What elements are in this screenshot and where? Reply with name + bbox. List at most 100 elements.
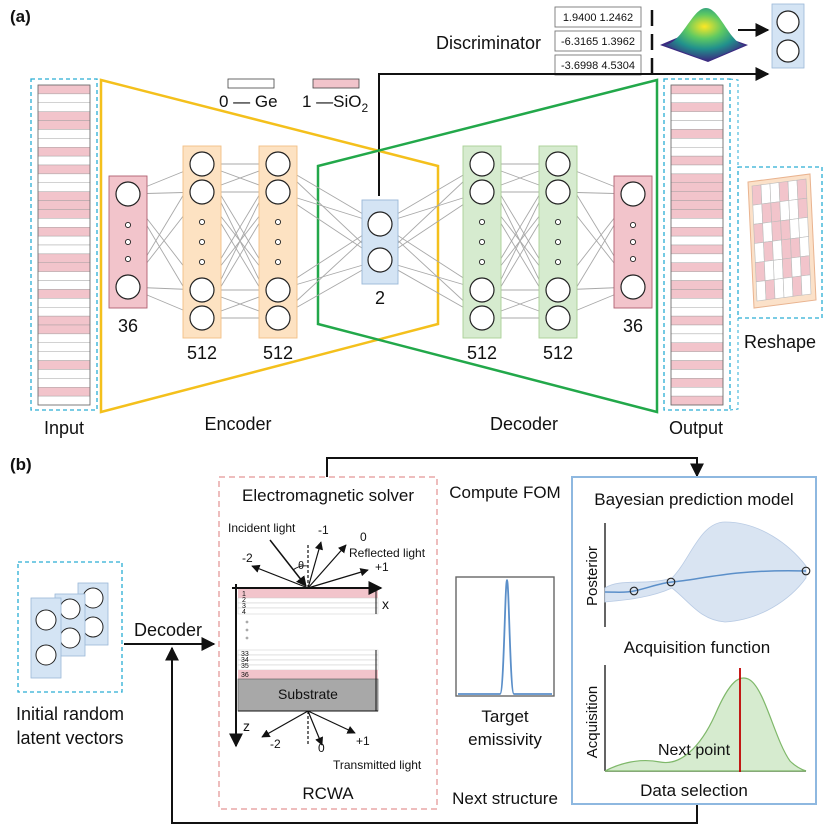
layer-stripe <box>670 200 724 210</box>
target-line1: Target <box>481 707 529 726</box>
discriminator-value-2: -6.3165 1.3962 <box>561 36 635 48</box>
neuron-ellipsis-dot <box>554 238 562 246</box>
dec-hidden-2-size: 512 <box>543 343 573 363</box>
layer-stripe <box>670 289 724 299</box>
neuron <box>189 277 215 303</box>
neuron <box>545 277 571 303</box>
network-nodes <box>115 151 646 331</box>
layer-stripe <box>37 351 91 361</box>
layer-stripe <box>37 155 91 166</box>
acquisition-title: Acquisition function <box>624 638 770 657</box>
layer-number: 4 <box>242 609 246 616</box>
layer-stripe <box>670 342 724 352</box>
reshape-cell <box>761 202 772 224</box>
incident-ray <box>269 539 307 587</box>
neuron <box>189 179 215 205</box>
incident-light-label: Incident light <box>228 521 296 535</box>
layer-number: 33 <box>241 651 249 658</box>
layer-stripe <box>37 298 91 308</box>
target-line2: emissivity <box>468 730 542 749</box>
layer-stripe <box>37 369 91 379</box>
gaussian-surface-plot <box>660 8 748 62</box>
discriminator-value-1: 1.9400 1.2462 <box>563 12 633 24</box>
layer-stripe <box>670 209 724 219</box>
reshape-cell <box>769 182 781 204</box>
layer-stripe <box>670 173 724 183</box>
reshape-cell <box>752 203 763 225</box>
em-solver-frame <box>218 476 438 810</box>
neuron-ellipsis-dot <box>198 238 206 246</box>
order-label: 0 <box>318 741 325 755</box>
theta-symbol: θ <box>298 560 304 572</box>
layer-stripe <box>670 253 724 263</box>
data-selection-label: Data selection <box>640 781 748 800</box>
latent-size-label: 2 <box>375 288 385 308</box>
neuron-ellipsis-dot <box>274 258 282 266</box>
layer-stripe <box>670 387 724 397</box>
layer-stripe <box>37 209 91 219</box>
transmitted-light-label: Transmitted light <box>333 758 422 772</box>
output-dashed-frame <box>663 78 731 411</box>
encoder-trapezoid <box>99 78 440 414</box>
reshape-cell <box>787 179 799 201</box>
reshape-cell <box>751 184 763 206</box>
layer-stripe <box>670 271 724 281</box>
reshape-cell <box>780 219 791 241</box>
latent-vector-stack <box>30 582 109 679</box>
dec-hidden-1-size: 512 <box>467 343 497 363</box>
neuron <box>620 274 646 300</box>
order-label: 0 <box>360 530 367 544</box>
neuron-ellipsis-dot <box>478 258 486 266</box>
reshape-cell <box>773 277 785 300</box>
z-axis-label: z <box>243 718 250 734</box>
reshape-cell <box>797 197 808 219</box>
input-caption: Input <box>44 418 84 438</box>
layer-stripe <box>670 280 724 290</box>
substrate-label: Substrate <box>278 686 338 702</box>
panel-b-label: (b) <box>10 455 32 474</box>
layer-stripe <box>670 351 724 361</box>
neuron-ellipsis-dot <box>629 255 637 263</box>
layer-stripe <box>37 378 91 388</box>
reshape-cell <box>799 236 810 258</box>
layer-stripe <box>37 360 91 370</box>
layer-stripe <box>37 102 91 112</box>
reshape-cell <box>760 183 772 205</box>
layer-stripe <box>37 307 91 317</box>
legend-sio2-swatch <box>312 78 360 89</box>
order-label: -1 <box>318 523 329 537</box>
neuron <box>545 151 571 177</box>
neuron <box>265 277 291 303</box>
output-size-label: 36 <box>623 316 643 336</box>
layer-stripe <box>670 360 724 370</box>
layer-stripe <box>670 120 724 130</box>
input-size-label: 36 <box>118 316 138 336</box>
layer-number: 36 <box>241 672 249 679</box>
layer-stripe <box>37 342 91 352</box>
enc-hidden-2-size: 512 <box>263 343 293 363</box>
acquisition-plot: Acquisition Next point <box>584 665 807 772</box>
next-point-label: Next point <box>658 742 731 759</box>
neuron <box>265 151 291 177</box>
reshape-cell <box>779 200 790 222</box>
enc-hidden-1-size: 512 <box>187 343 217 363</box>
reshape-cell <box>773 258 784 280</box>
layer-number: 35 <box>241 663 249 670</box>
neuron <box>115 181 141 207</box>
layer-stripe <box>670 235 724 246</box>
material-legend: 0 — Ge 1 —SiO2 <box>219 78 369 115</box>
layer-stripe <box>37 191 91 201</box>
reshape-cell <box>789 218 800 240</box>
layer-stripe <box>670 147 724 157</box>
layer-stripe <box>37 333 91 343</box>
layer-stripe <box>37 93 91 103</box>
neuron-ellipsis-dot <box>198 218 206 226</box>
reshape-cell <box>791 256 802 278</box>
layer-stripe <box>37 395 91 406</box>
reshape-cell <box>770 201 781 223</box>
legend-ge-label: 0 — Ge <box>219 92 278 111</box>
neuron-ellipsis-dot <box>629 221 637 229</box>
neuron-ellipsis-dot <box>554 218 562 226</box>
output-layer-strip <box>670 84 724 406</box>
order-label: +1 <box>375 560 389 574</box>
